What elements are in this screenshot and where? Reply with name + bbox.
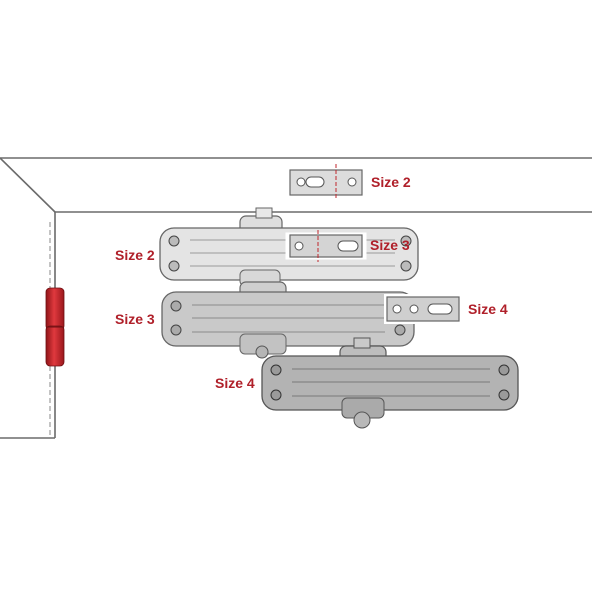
closer-size2-label: Size 2 [115, 247, 155, 263]
door-closer-size2 [159, 207, 419, 287]
mounting-bracket-size2 [289, 164, 363, 200]
door-closer-size3 [161, 281, 466, 359]
bracket-size2-label: Size 2 [371, 174, 411, 190]
closer-size4-label: Size 4 [215, 375, 255, 391]
door-hinge [45, 287, 65, 367]
door-closer-size4 [261, 337, 519, 429]
bracket-size3-label: Size 3 [370, 237, 410, 253]
bracket-size4-label: Size 4 [468, 301, 508, 317]
closer-size3-label: Size 3 [115, 311, 155, 327]
